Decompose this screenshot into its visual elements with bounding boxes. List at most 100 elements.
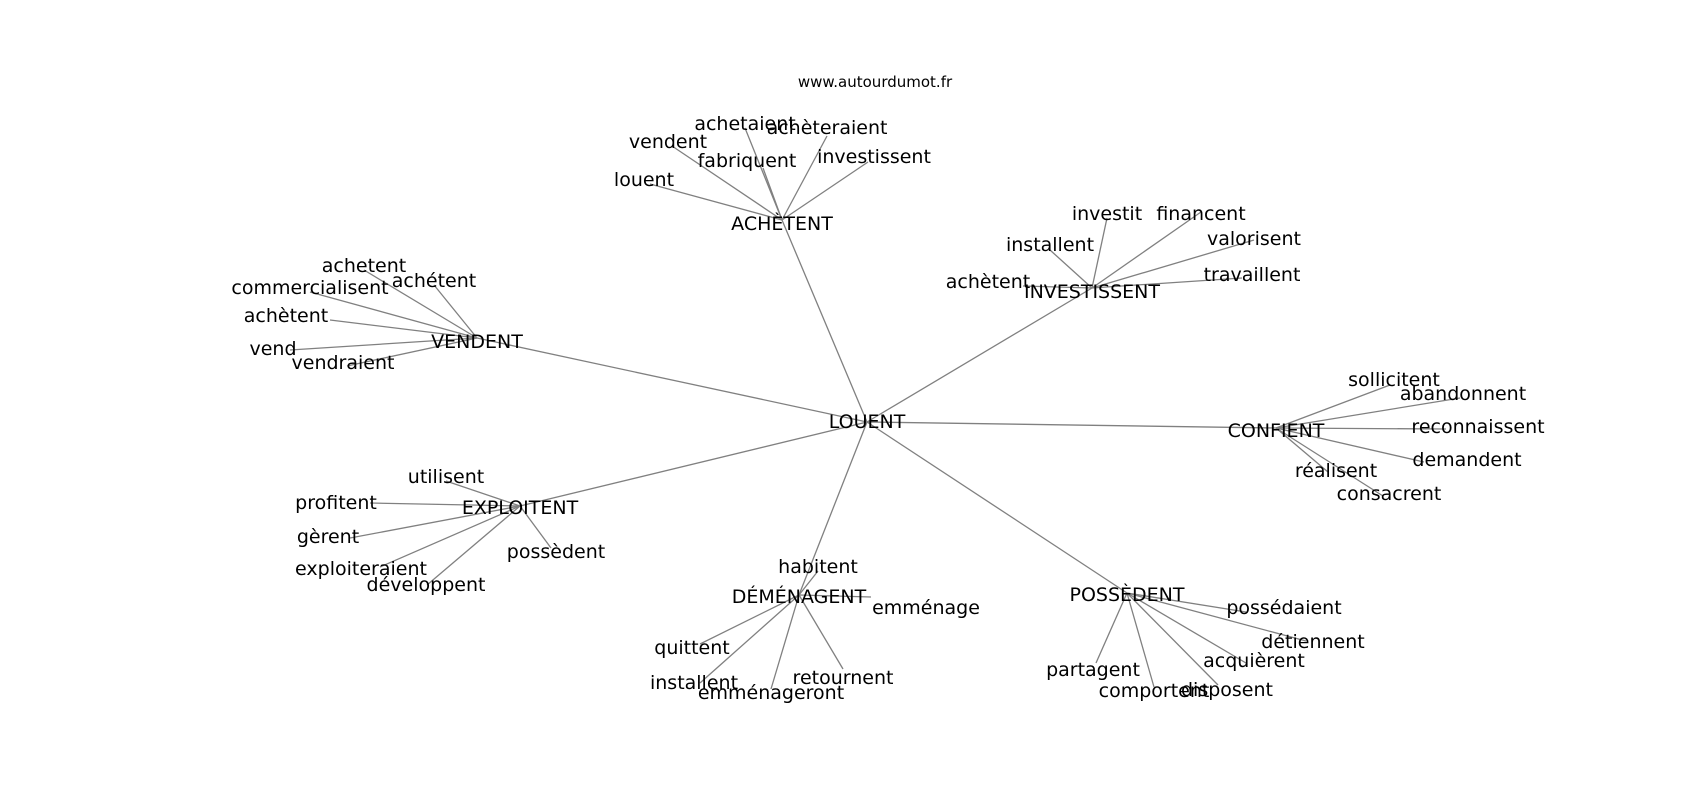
edge-vendent-achetent (433, 284, 478, 339)
edge-confient-sollicitent (1275, 384, 1391, 429)
leaf-node-installent[interactable]: installent (1006, 234, 1094, 256)
leaf-node-possedaient[interactable]: possédaient (1226, 597, 1341, 619)
hub-node-vendent[interactable]: VENDENT (431, 331, 523, 353)
edge-demenagent-emmenage (798, 594, 872, 598)
hub-node-confient[interactable]: CONFIENT (1228, 420, 1325, 442)
leaf-node-achetent[interactable]: achètent (244, 305, 328, 327)
leaf-node-vend[interactable]: vend (249, 338, 296, 360)
leaf-node-commercialisent[interactable]: commercialisent (231, 277, 388, 299)
edge-confient-consacrent (1275, 427, 1384, 497)
leaf-node-realisent[interactable]: réalisent (1295, 460, 1377, 482)
edge-possedent-partagent (1095, 592, 1128, 664)
leaf-node-demandent[interactable]: demandent (1412, 449, 1521, 471)
edge-root-investissent (866, 287, 1093, 423)
edge-achetent-vendent (671, 145, 783, 221)
edge-vendent-vend (289, 337, 478, 351)
edge-possedent-detiennent (1126, 592, 1307, 642)
edge-investissent-installent (1049, 249, 1093, 289)
edge-vendent-achetent (363, 269, 478, 339)
edge-demenagent-habitent (798, 570, 819, 596)
edges (289, 127, 1461, 690)
leaf-node-achetaient[interactable]: achetaient (694, 113, 795, 135)
edge-achetent-fabriquent (762, 167, 783, 221)
leaf-node-developpent[interactable]: développent (367, 574, 486, 596)
edge-confient-abandonnent (1275, 397, 1461, 429)
leaf-node-louent[interactable]: louent (614, 169, 674, 191)
edge-possedent-acquierent (1126, 592, 1247, 664)
edge-investissent-investit (1091, 217, 1108, 289)
edge-confient-demandent (1275, 427, 1425, 463)
edge-exploitent-exploiteraient (379, 505, 521, 568)
leaf-node-acheteraient[interactable]: achèteraient (767, 117, 888, 139)
leaf-node-exploiteraient[interactable]: exploiteraient (295, 558, 427, 580)
edge-demenagent-retournent (798, 594, 844, 670)
leaf-node-disposent[interactable]: disposent (1181, 679, 1273, 701)
edge-exploitent-profitent (369, 502, 521, 507)
edge-investissent-achetent (1022, 285, 1093, 289)
leaf-node-gerent[interactable]: gèrent (297, 526, 359, 548)
leaf-node-achetent[interactable]: achétent (392, 270, 476, 292)
edge-root-vendent (476, 337, 868, 423)
leaf-node-financent[interactable]: financent (1156, 203, 1245, 225)
leaf-node-detiennent[interactable]: détiennent (1261, 631, 1364, 653)
root-node-louent[interactable]: LOUENT (829, 411, 906, 433)
edge-root-confient (866, 421, 1277, 429)
edge-investissent-valorisent (1091, 239, 1255, 289)
edge-achetent-investissent (781, 161, 869, 221)
edge-demenagent-installent (699, 594, 800, 684)
leaf-node-achetent[interactable]: achetent (322, 255, 406, 277)
leaf-node-valorisent[interactable]: valorisent (1207, 228, 1301, 250)
leaf-node-utilisent[interactable]: utilisent (408, 466, 484, 488)
edge-vendent-commercialisent (309, 291, 478, 339)
edge-confient-realisent (1275, 427, 1329, 473)
hub-node-achetent[interactable]: ACHÈTENT (731, 212, 833, 235)
edge-achetent-acheteraient (781, 135, 828, 221)
leaf-node-reconnaissent[interactable]: reconnaissent (1411, 416, 1544, 438)
leaf-node-comportent[interactable]: comportent (1099, 680, 1210, 702)
leaf-node-consacrent[interactable]: consacrent (1337, 483, 1442, 505)
leaf-node-profitent[interactable]: profitent (295, 492, 377, 514)
edge-demenagent-emmenageront (770, 594, 800, 690)
edge-possedent-disposent (1126, 592, 1219, 686)
leaf-node-investissent[interactable]: investissent (817, 146, 931, 168)
leaf-node-possedent[interactable]: possèdent (507, 541, 605, 563)
edge-root-achetent (781, 219, 868, 423)
edge-root-demenagent (798, 421, 868, 596)
leaf-node-retournent[interactable]: retournent (793, 667, 894, 689)
edge-vendent-achetent (329, 319, 478, 339)
edge-exploitent-gerent (349, 505, 521, 539)
leaf-node-vendent[interactable]: vendent (629, 131, 707, 153)
leaf-node-vendraient[interactable]: vendraient (292, 352, 395, 374)
edge-investissent-travaillent (1091, 277, 1243, 289)
hub-node-possedent[interactable]: POSSÈDENT (1070, 583, 1185, 606)
edge-exploitent-possedent (519, 505, 552, 549)
edge-root-possedent (866, 421, 1128, 594)
edge-root-exploitent (519, 421, 868, 507)
source-url: www.autourdumot.fr (798, 73, 953, 91)
edge-confient-reconnaissent (1275, 427, 1447, 430)
leaf-node-emmenageront[interactable]: emménageront (698, 682, 844, 704)
edge-vendent-vendraient (346, 337, 478, 367)
leaf-node-fabriquent[interactable]: fabriquent (698, 150, 797, 172)
leaf-node-habitent[interactable]: habitent (778, 556, 858, 578)
leaf-node-achetent[interactable]: achètent (946, 271, 1030, 293)
leaf-node-installent[interactable]: installent (650, 672, 738, 694)
leaf-node-investit[interactable]: investit (1072, 203, 1142, 225)
edge-investissent-financent (1091, 211, 1202, 289)
hub-node-demenagent[interactable]: DÉMÉNAGENT (732, 585, 867, 608)
leaf-node-sollicitent[interactable]: sollicitent (1348, 369, 1440, 391)
leaf-node-quittent[interactable]: quittent (654, 637, 729, 659)
leaf-node-acquierent[interactable]: acquièrent (1203, 650, 1305, 672)
edge-exploitent-developpent (426, 505, 521, 586)
leaf-node-abandonnent[interactable]: abandonnent (1400, 383, 1526, 405)
labels: www.autourdumot.fr achetaientachèteraien… (231, 73, 1544, 704)
leaf-node-travaillent[interactable]: travaillent (1204, 264, 1301, 286)
edge-possedent-possedaient (1126, 592, 1247, 613)
leaf-node-emmenage[interactable]: emménage (872, 597, 980, 619)
edge-possedent-comportent (1126, 592, 1155, 688)
hub-node-investissent[interactable]: INVESTISSENT (1024, 281, 1160, 303)
hub-node-exploitent[interactable]: EXPLOITENT (462, 497, 579, 519)
leaf-node-partagent[interactable]: partagent (1046, 659, 1140, 681)
edge-exploitent-utilisent (445, 480, 521, 507)
